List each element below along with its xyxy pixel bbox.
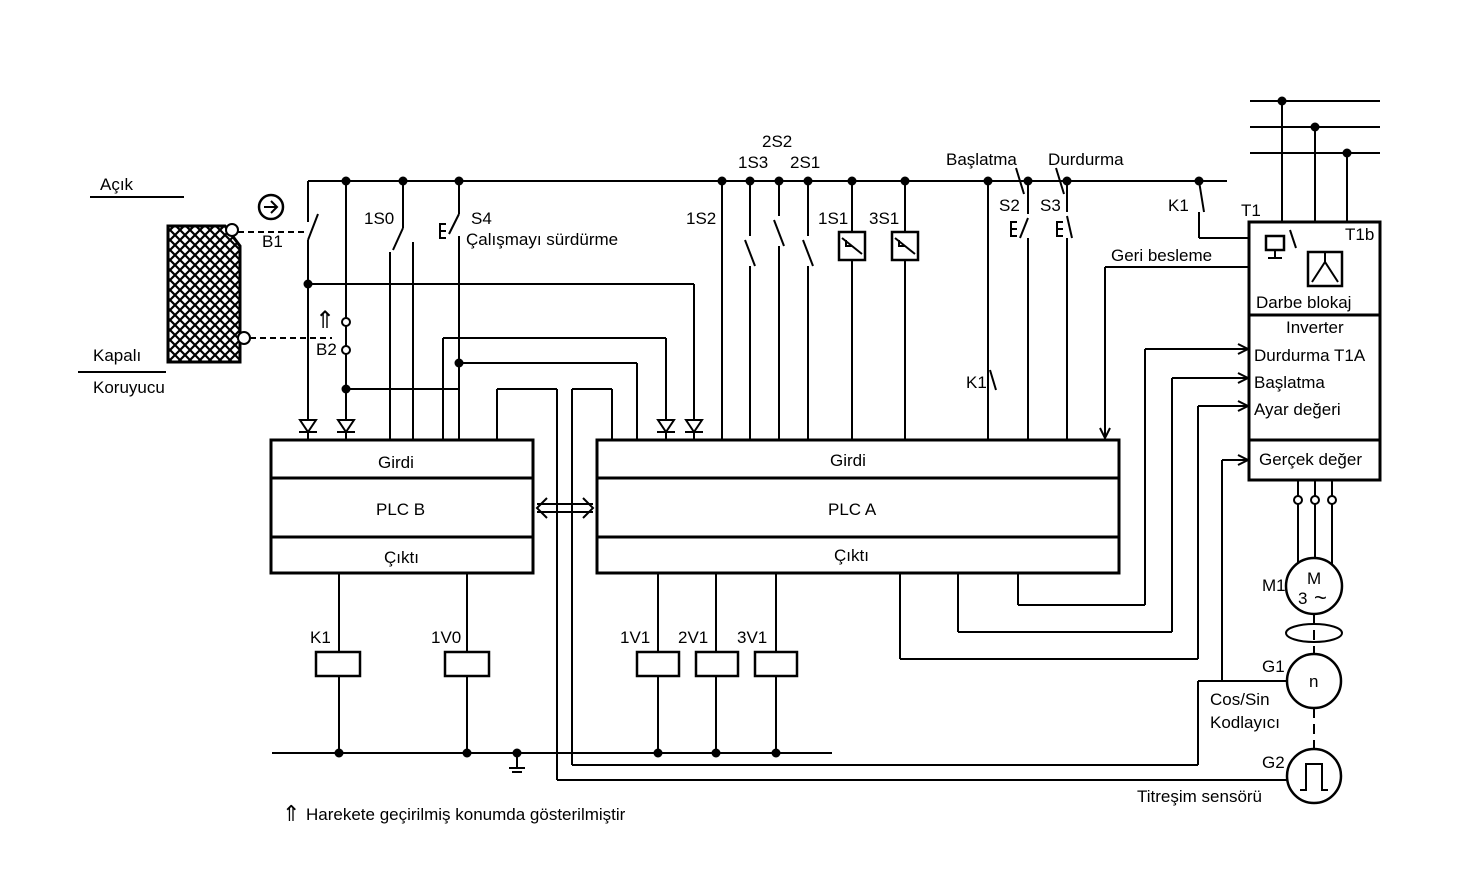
motor-and-sensors	[557, 460, 1344, 805]
inverter-unit	[1247, 220, 1382, 482]
b2-label: B2	[316, 340, 337, 359]
vibration-sensor-label: Titreşim sensörü	[1137, 787, 1262, 806]
inverter-label: Inverter	[1286, 318, 1344, 337]
motor-3-label: 3	[1298, 589, 1307, 608]
continue-op-label: Çalışmayı sürdürme	[466, 230, 618, 249]
guard	[78, 196, 251, 373]
footnote: Harekete geçirilmiş konumda gösterilmişt…	[306, 805, 626, 824]
s1-1-sensor	[837, 181, 867, 440]
encoder-n-label: n	[1309, 672, 1318, 691]
plc-a-output: Çıktı	[834, 546, 869, 565]
setpoint-label: Ayar değeri	[1254, 400, 1341, 419]
stop-t1a-label: Durdurma T1A	[1254, 346, 1366, 365]
s1-2-label: 1S2	[686, 209, 716, 228]
open-label: Açık	[100, 175, 134, 194]
k1-mid-label: K1	[966, 373, 987, 392]
supply-bus	[307, 180, 1227, 222]
feedback-label: Geri besleme	[1111, 246, 1212, 265]
k1-contact-mid	[989, 369, 997, 391]
s2-1-switch	[802, 181, 814, 440]
three-phase-supply	[1250, 100, 1380, 222]
s4-label: S4	[471, 209, 492, 228]
start-label: Başlatma	[946, 150, 1017, 169]
plc-b-input: Girdi	[378, 453, 414, 472]
plc-a-inverter-wires	[899, 349, 1199, 660]
s1-3-label: 1S3	[738, 153, 768, 172]
coil-1v0-label: 1V0	[431, 628, 461, 647]
cross-wiring	[308, 283, 695, 780]
s2-1-label: 2S1	[790, 153, 820, 172]
plc-link	[535, 497, 595, 519]
s1-3-switch	[744, 181, 756, 440]
closed-label: Kapalı	[93, 346, 141, 365]
s1-1-label: 1S1	[818, 209, 848, 228]
coil-k1-label: K1	[310, 628, 331, 647]
diodes	[298, 419, 704, 440]
coil-3v1-label: 3V1	[737, 628, 767, 647]
output-coils	[272, 573, 832, 773]
stop-label: Durdurma	[1048, 150, 1124, 169]
m1-label: M1	[1262, 576, 1286, 595]
actual-value-label: Gerçek değer	[1259, 450, 1362, 469]
s2-start-button	[987, 167, 1029, 440]
footnote-arrow-icon: ⇑	[282, 801, 300, 826]
g1-label: G1	[1262, 657, 1285, 676]
s3-stop-button	[1055, 167, 1073, 440]
junction-dots	[303, 96, 1352, 758]
s2-2-switch	[773, 181, 785, 440]
b1-label: B1	[262, 232, 283, 251]
plc-b-name: PLC B	[376, 500, 425, 519]
b2-arrow-icon: ⇑	[315, 307, 335, 334]
s2-2-label: 2S2	[762, 132, 792, 151]
s3-label: S3	[1040, 196, 1061, 215]
guard-label: Koruyucu	[93, 378, 165, 397]
encoder-label: Kodlayıcı	[1210, 713, 1280, 732]
plc-a	[595, 438, 1121, 575]
b2-switch	[250, 181, 351, 420]
plc-a-name: PLC A	[828, 500, 877, 519]
pulse-block-label: Darbe blokaj	[1256, 293, 1351, 312]
s1-0-label: 1S0	[364, 209, 394, 228]
encoder-type-label: Cos/Sin	[1210, 690, 1270, 709]
b1-switch	[238, 193, 319, 420]
inverter-inputs	[1145, 343, 1251, 466]
t1-label: T1	[1241, 201, 1261, 220]
k1-top-label: K1	[1168, 196, 1189, 215]
plc-b	[269, 438, 535, 575]
s3-1-sensor	[890, 181, 920, 440]
coil-2v1-label: 2V1	[678, 628, 708, 647]
motor-m-label: M	[1307, 569, 1321, 588]
s3-1-label: 3S1	[869, 209, 899, 228]
s2-label: S2	[999, 196, 1020, 215]
g2-label: G2	[1262, 753, 1285, 772]
plc-b-output: Çıktı	[384, 548, 419, 567]
t1b-label: T1b	[1345, 225, 1374, 244]
coil-1v1-label: 1V1	[620, 628, 650, 647]
start-input-label: Başlatma	[1254, 373, 1325, 392]
plc-a-input: Girdi	[830, 451, 866, 470]
motor-ac-label: ~	[1314, 585, 1327, 610]
